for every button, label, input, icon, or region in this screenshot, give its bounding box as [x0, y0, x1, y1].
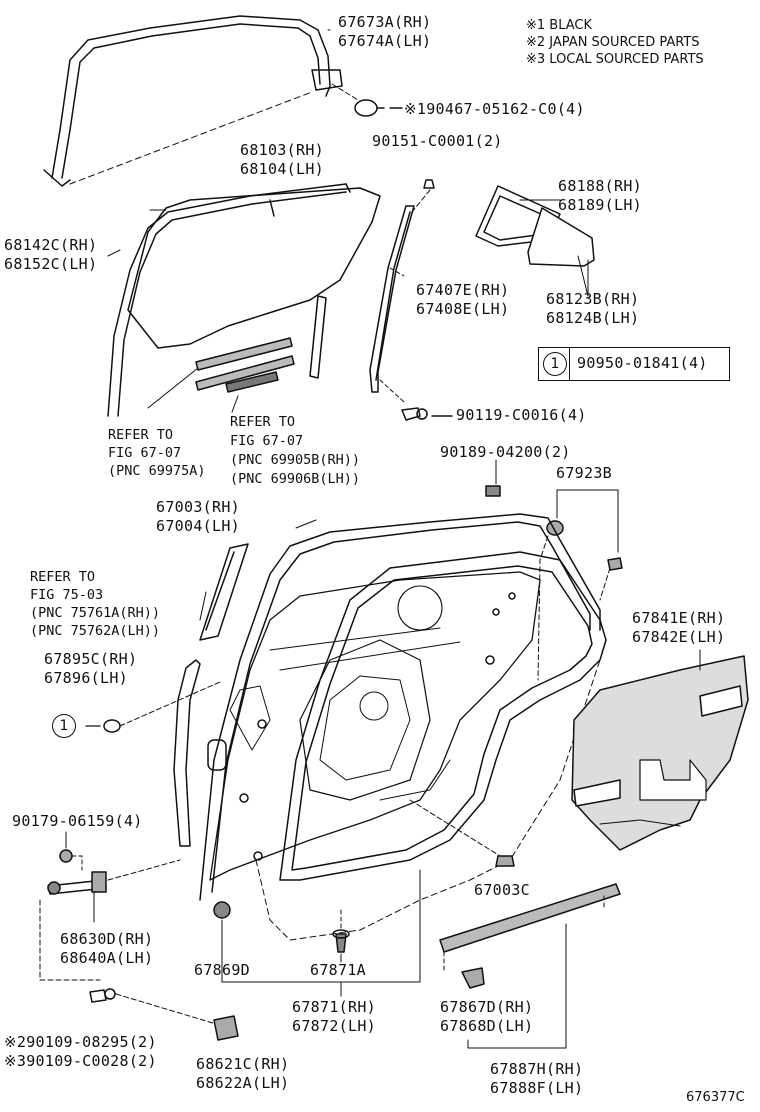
- clip-90189: [485, 485, 501, 497]
- ref1-line2: FIG 67-07: [108, 445, 182, 461]
- door-check: [47, 849, 107, 895]
- label-68621c: 68621C(RH): [196, 1055, 290, 1073]
- label-67841e: 67841E(RH): [632, 609, 726, 627]
- pillar-garnish: [199, 543, 249, 641]
- door-glass: [127, 187, 381, 349]
- part-90950-box: 1 90950-01841(4): [538, 347, 730, 381]
- label-67871: 67871(RH): [292, 998, 376, 1016]
- quarter-glass: [527, 207, 595, 267]
- label-67407e: 67407E(RH): [416, 281, 510, 299]
- clip-90467: [354, 99, 385, 117]
- label-67004: 67004(LH): [156, 517, 240, 535]
- clip-marker: [103, 719, 121, 733]
- door-trim: [571, 655, 749, 851]
- label-67867d: 67867D(RH): [440, 998, 534, 1016]
- frame-molding: [43, 15, 343, 187]
- ref1-line3: (PNC 69975A): [108, 463, 206, 479]
- ref2-line3: (PNC 69905B(RH)): [230, 452, 361, 468]
- label-68189: 68189(LH): [558, 196, 642, 214]
- label-90109-c0028: ※390109-C0028(2): [4, 1052, 157, 1070]
- ref3-line3: (PNC 75761A(RH)): [30, 605, 161, 621]
- label-68188: 68188(RH): [558, 177, 642, 195]
- label-90467: ※190467-05162-C0(4): [404, 100, 585, 118]
- label-67872: 67872(LH): [292, 1017, 376, 1035]
- label-67871a: 67871A: [310, 961, 366, 979]
- ref1-line1: REFER TO: [108, 427, 174, 443]
- label-68123b: 68123B(RH): [546, 290, 640, 308]
- label-67003: 67003(RH): [156, 498, 240, 516]
- label-90950: 90950-01841(4): [577, 354, 708, 372]
- ref3-line4: (PNC 75762A(LH)): [30, 623, 161, 639]
- label-67896: 67896(LH): [44, 669, 128, 687]
- inner-weatherstrip: [279, 551, 607, 881]
- outer-weatherstrip: [199, 513, 601, 901]
- ref2-line2: FIG 67-07: [230, 433, 304, 449]
- clip-67871a: [332, 929, 350, 953]
- label-68622a: 68622A(LH): [196, 1074, 290, 1092]
- note-black: ※1 BLACK: [526, 18, 593, 33]
- label-67869d: 67869D: [194, 961, 250, 979]
- label-68640a: 68640A(LH): [60, 949, 154, 967]
- ref3-line2: FIG 75-03: [30, 587, 104, 603]
- label-90109-08295: ※290109-08295(2): [4, 1033, 157, 1051]
- label-67887h: 67887H(RH): [490, 1060, 584, 1078]
- label-68103: 68103(RH): [240, 141, 324, 159]
- label-68630d: 68630D(RH): [60, 930, 154, 948]
- ref2-line4: (PNC 69906B(LH)): [230, 471, 361, 487]
- label-90179: 90179-06159(4): [12, 812, 143, 830]
- note-local-sourced: ※3 LOCAL SOURCED PARTS: [526, 52, 704, 67]
- label-68104: 68104(LH): [240, 160, 324, 178]
- marker-1-circle: 1: [543, 352, 567, 376]
- divider-strip: [309, 295, 327, 379]
- label-67673a: 67673A(RH): [338, 13, 432, 31]
- striker-68621: [213, 1015, 239, 1041]
- note-japan-sourced: ※2 JAPAN SOURCED PARTS: [526, 35, 700, 50]
- rear-channel: [369, 205, 415, 393]
- label-68152c: 68152C(LH): [4, 255, 98, 273]
- box-divider: [569, 348, 571, 380]
- label-67003c: 67003C: [474, 881, 530, 899]
- label-68142c: 68142C(RH): [4, 236, 98, 254]
- label-67923b: 67923B: [556, 464, 612, 482]
- clip-67867d: [461, 967, 485, 989]
- dash-weatherstrip: [255, 659, 601, 941]
- screw-90151: [423, 179, 435, 189]
- label-67408e: 67408E(LH): [416, 300, 510, 318]
- clip-67003c: [495, 855, 515, 867]
- outer-belt-molding: [439, 883, 621, 971]
- bolt-90109: [89, 988, 116, 1003]
- ref3-line1: REFER TO: [30, 569, 96, 585]
- ref2-line1: REFER TO: [230, 414, 296, 430]
- bumper-67923: [546, 520, 623, 571]
- label-67868d: 67868D(LH): [440, 1017, 534, 1035]
- marker-1-clip: 1: [52, 714, 76, 738]
- label-90151: 90151-C0001(2): [372, 132, 503, 150]
- label-67674a: 67674A(LH): [338, 32, 432, 50]
- label-67888f: 67888F(LH): [490, 1079, 584, 1097]
- clip-67869d: [213, 901, 231, 919]
- label-90119: 90119-C0016(4): [456, 406, 587, 424]
- door-panel: [207, 571, 541, 881]
- figure-number: 676377C: [686, 1090, 745, 1105]
- screw-90119: [401, 407, 428, 421]
- label-90189: 90189-04200(2): [440, 443, 571, 461]
- label-68124b: 68124B(LH): [546, 309, 640, 327]
- label-67842e: 67842E(LH): [632, 628, 726, 646]
- label-67895c: 67895C(RH): [44, 650, 138, 668]
- dash-frame: [69, 91, 313, 185]
- run-channel: [107, 183, 351, 417]
- sash-channel: [173, 659, 201, 847]
- belt-moldings: [195, 337, 295, 393]
